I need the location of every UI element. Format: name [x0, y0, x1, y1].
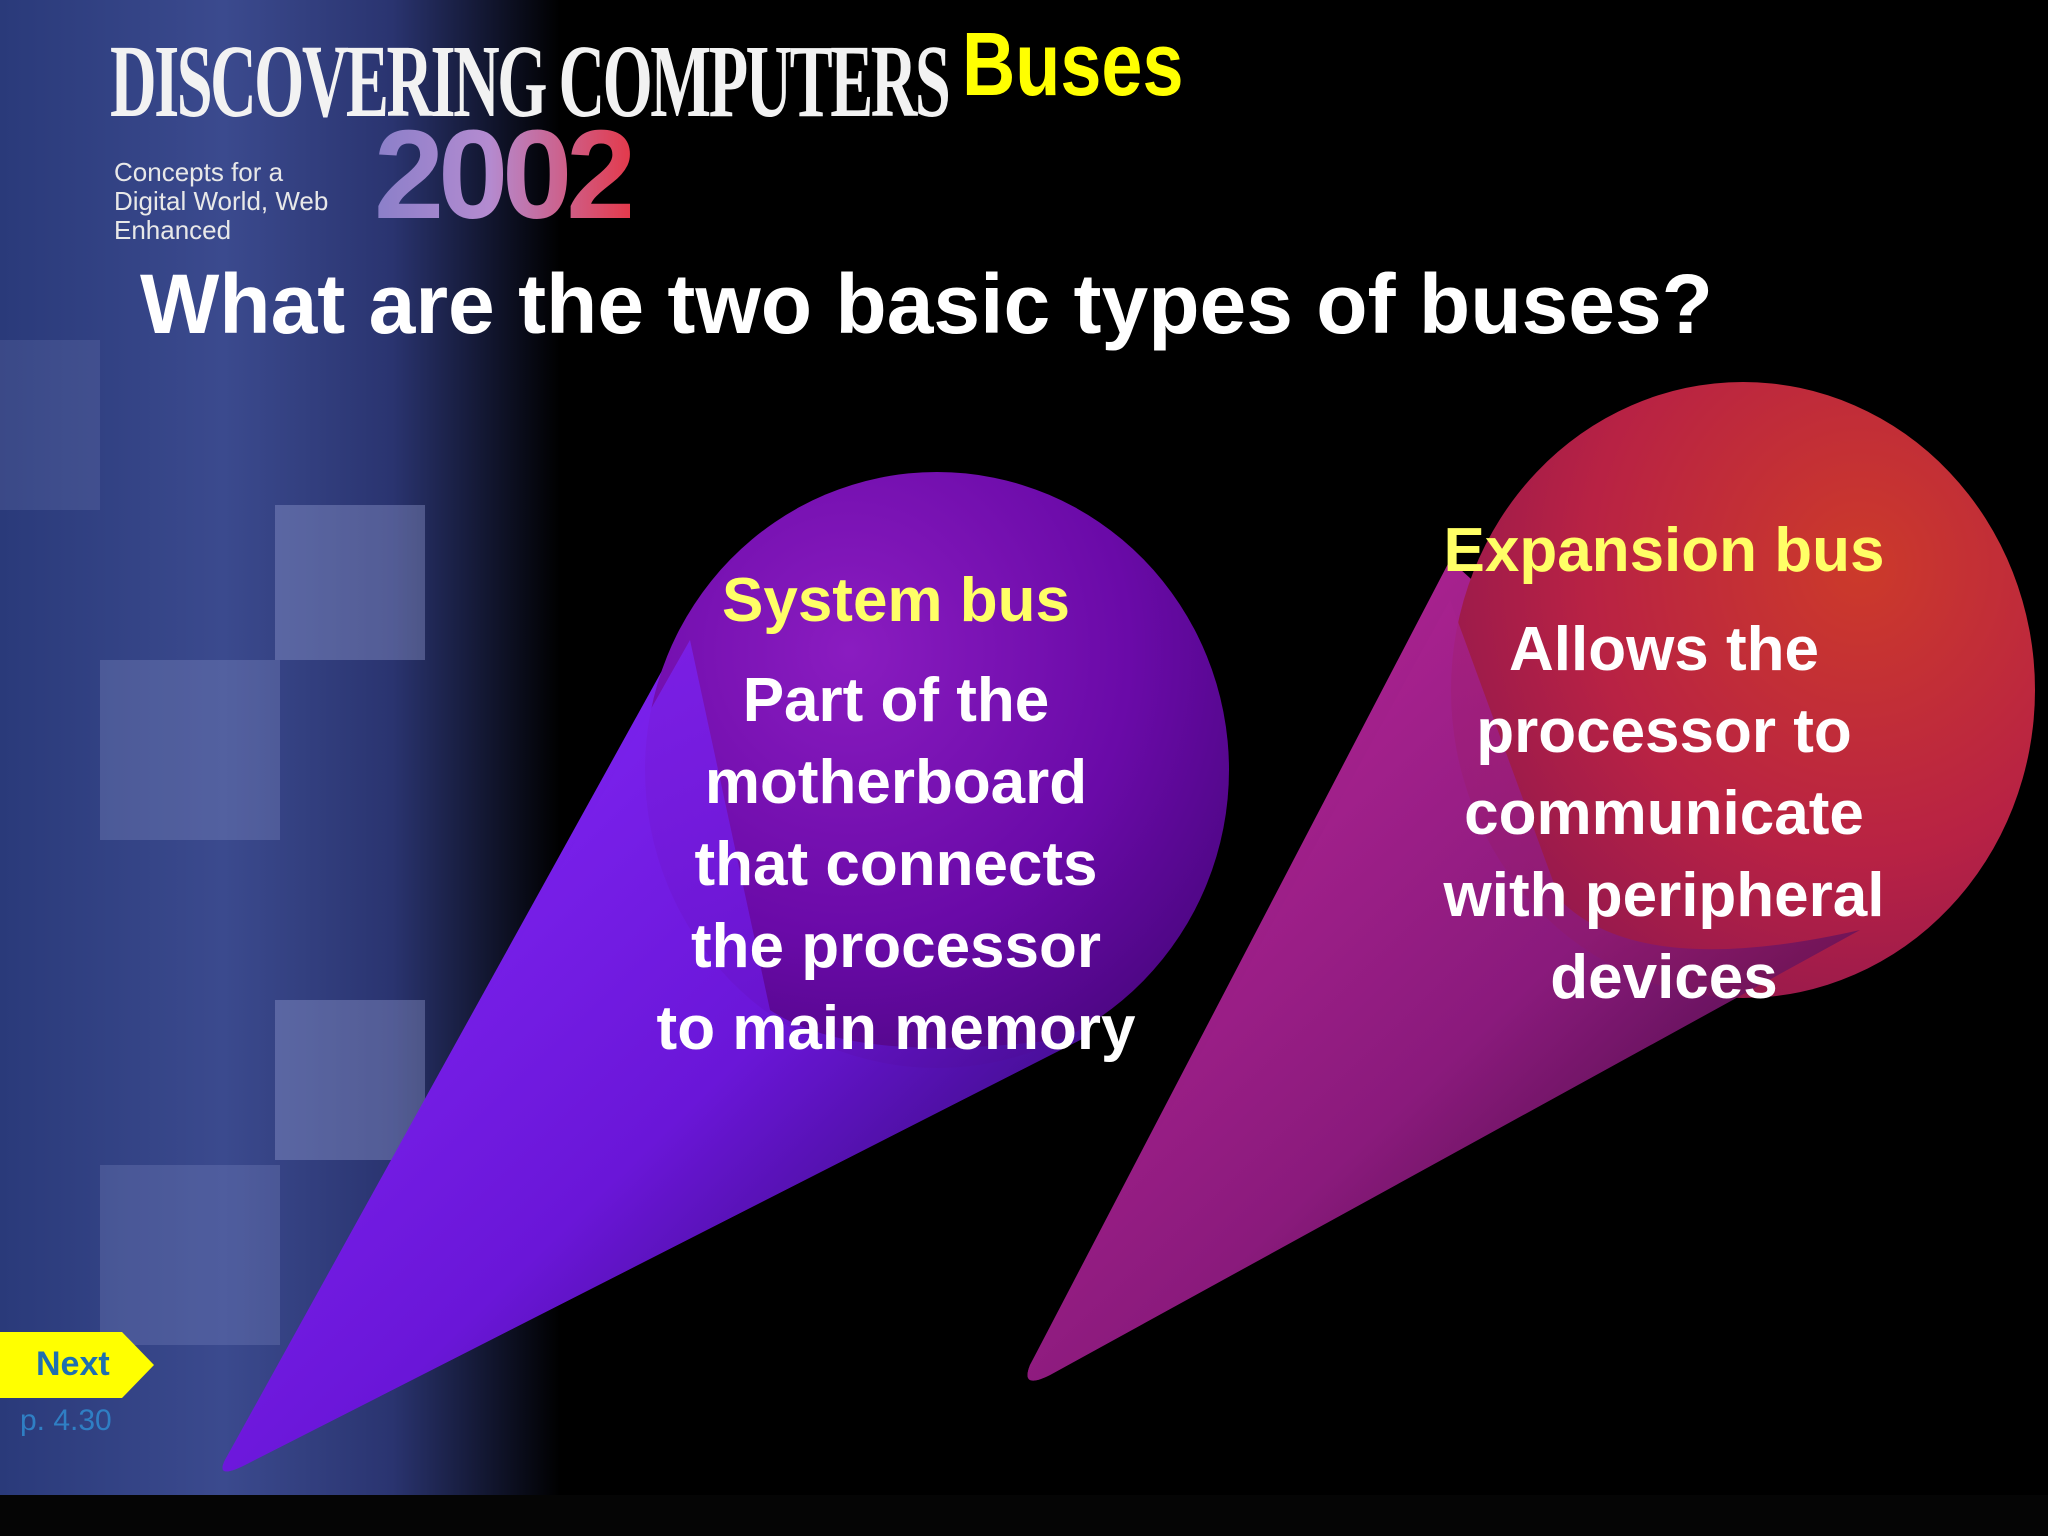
page-reference: p. 4.30	[20, 1404, 112, 1437]
system-bus-cone-front	[222, 640, 1090, 1472]
background-tile	[275, 1000, 425, 1160]
logo-subtitle: Concepts for a Digital World, Web Enhanc…	[114, 157, 329, 245]
background-tile	[100, 660, 280, 840]
expansion-bus-title: Expansion bus	[1443, 516, 1885, 585]
logo-title: DISCOVERING COMPUTERS	[110, 24, 951, 139]
section-title: Buses	[962, 15, 1184, 115]
expansion-bus-description: Allows the processor to communicate with…	[1443, 615, 1885, 1012]
next-arrow-icon	[0, 1332, 154, 1398]
background-tile	[100, 1165, 280, 1345]
system-bus-circle	[645, 472, 1229, 1068]
next-button[interactable]: Next	[0, 1332, 154, 1398]
system-bus-description: Part of the motherboard that connects th…	[656, 666, 1136, 1063]
next-button-label: Next	[36, 1345, 110, 1383]
bottom-bar	[0, 1495, 2048, 1536]
slide-question: What are the two basic types of buses?	[140, 257, 1713, 351]
course-logo: DISCOVERING COMPUTERS Concepts for a Dig…	[110, 30, 951, 245]
expansion-bus-cone-front	[1027, 600, 1860, 1381]
logo-year: 2002	[374, 104, 636, 245]
expansion-bus-circle	[1451, 382, 2035, 998]
system-bus-title: System bus	[721, 566, 1071, 635]
background-tile	[0, 340, 100, 510]
background-tile	[275, 505, 425, 660]
